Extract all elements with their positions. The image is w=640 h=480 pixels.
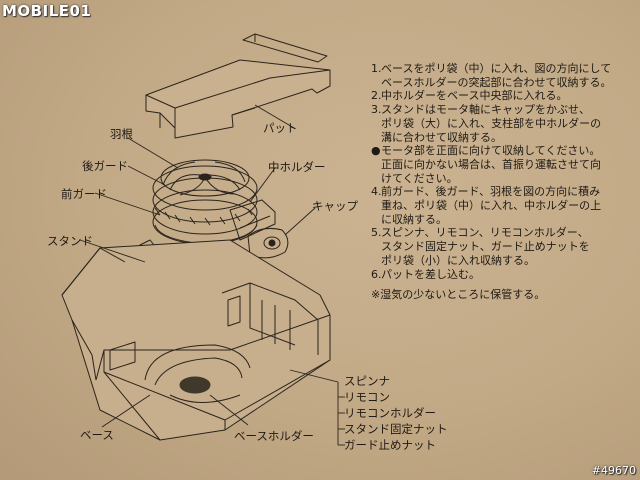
instruction-step: 5.スピンナ、リモコン、リモコンホルダー、 スタンド固定ナット、ガード止めナット…: [371, 226, 633, 267]
label-base-holder: ベースホルダー: [234, 429, 314, 443]
step-number: 5.: [371, 226, 382, 240]
instruction-step: ●モータ部を正面に向けて収納してください。 正面に向かない場合は、首振り運転させ…: [371, 144, 633, 185]
step-number: 2.: [371, 89, 382, 103]
storage-note: ※湿気の少ないところに保管する。: [371, 288, 546, 302]
packing-instructions: 1.ベースをポリ袋（中）に入れ、図の方向にして ベースホルダーの突起部に合わせて…: [371, 62, 633, 302]
fan-stack-illustration: [152, 159, 258, 245]
box-illustration: [61, 239, 331, 441]
leader-lines: [79, 104, 345, 446]
step-number: 4.: [371, 185, 382, 199]
cap-illustration: [247, 228, 289, 259]
label-stand-nut: スタンド固定ナット: [344, 422, 448, 436]
label-stand: スタンド: [47, 234, 93, 248]
instruction-steps: 1.ベースをポリ袋（中）に入れ、図の方向にして ベースホルダーの突起部に合わせて…: [371, 62, 633, 281]
label-blade: 羽根: [110, 127, 133, 141]
step-number: ●: [371, 144, 381, 158]
instruction-step: 3.スタンドはモータ軸にキャップをかぶせ、 ポリ袋（大）に入れ、支柱部を中ホルダ…: [371, 103, 633, 144]
mobile01-logo: MOBILE01: [2, 2, 92, 20]
instruction-step: 4.前ガード、後ガード、羽根を図の方向に積み 重ね、ポリ袋（中）に入れ、中ホルダ…: [371, 185, 633, 226]
photo-id-watermark: #49670: [591, 464, 636, 477]
label-remote: リモコン: [344, 390, 390, 404]
step-number: 3.: [371, 103, 382, 117]
label-pad: パット: [263, 121, 298, 135]
step-number: 1.: [371, 62, 382, 75]
label-remote-holder: リモコンホルダー: [344, 406, 436, 420]
label-cap: キャップ: [312, 199, 358, 213]
instruction-step: 6.パットを差し込む。: [371, 268, 633, 282]
step-number: 6.: [371, 267, 382, 281]
step-text: モータ部を正面に向けて収納してください。 正面に向かない場合は、首振り運転させて…: [381, 144, 601, 185]
mid-holder-illustration: [229, 199, 276, 241]
step-text: パットを差し込む。: [381, 267, 480, 281]
pad-illustration: [145, 33, 331, 139]
step-text: 中ホルダーをベース中央部に入れる。: [381, 89, 568, 103]
step-text: ベースをポリ袋（中）に入れ、図の方向にして ベースホルダーの突起部に合わせて収納…: [381, 62, 612, 89]
instruction-step: 2.中ホルダーをベース中央部に入れる。: [371, 89, 633, 103]
step-text: スピンナ、リモコン、リモコンホルダー、 スタンド固定ナット、ガード止めナットを …: [381, 226, 590, 267]
label-guard-nut: ガード止めナット: [344, 438, 436, 452]
label-mid-holder: 中ホルダー: [268, 160, 326, 174]
label-spinner: スピンナ: [344, 374, 390, 388]
label-rear-guard: 後ガード: [82, 159, 128, 173]
label-base: ベース: [80, 428, 114, 442]
label-front-guard: 前ガード: [61, 187, 107, 201]
instruction-step: 1.ベースをポリ袋（中）に入れ、図の方向にして ベースホルダーの突起部に合わせて…: [371, 62, 633, 89]
step-text: 前ガード、後ガード、羽根を図の方向に積み 重ね、ポリ袋（中）に入れ、中ホルダーの…: [381, 185, 602, 226]
step-text: スタンドはモータ軸にキャップをかぶせ、 ポリ袋（大）に入れ、支柱部を中ホルダーの…: [381, 103, 602, 144]
